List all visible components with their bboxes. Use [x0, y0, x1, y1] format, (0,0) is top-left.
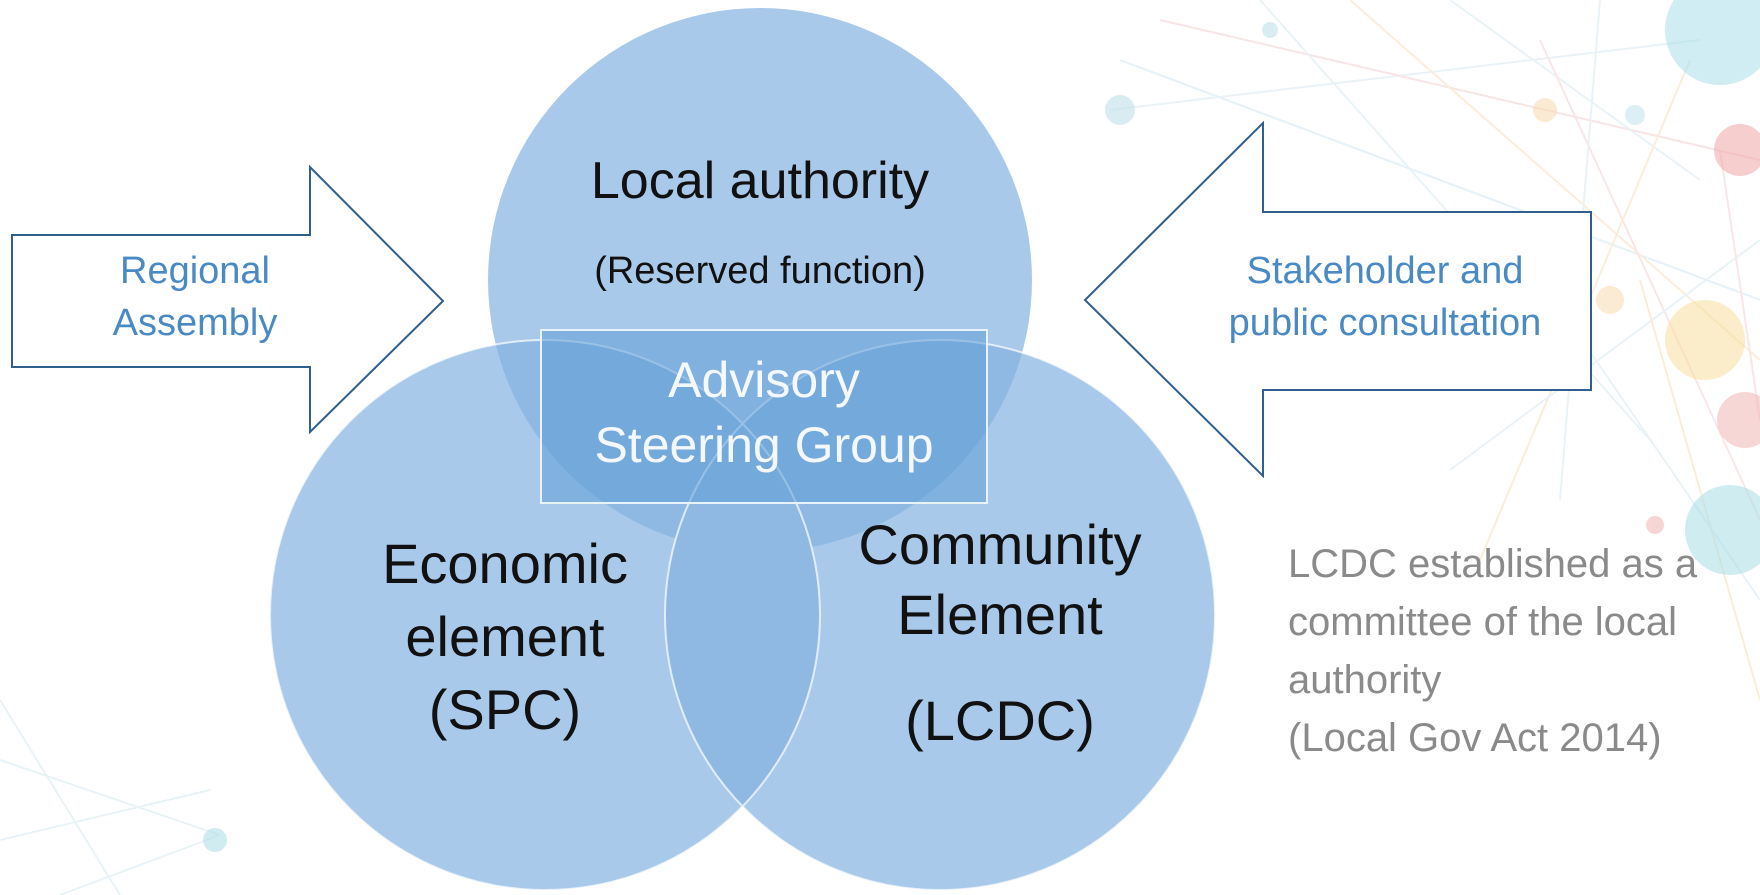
- local-authority-subtitle: (Reserved function): [594, 250, 926, 292]
- stakeholder-consultation-arrow: [1083, 120, 1592, 479]
- advisory-steering-group-label: Advisory Steering Group: [594, 352, 934, 473]
- regional-assembly-label: Regional Assembly: [112, 250, 278, 345]
- community-element-title: Community Element: [858, 513, 1142, 646]
- economic-element-label: Economic element (SPC): [382, 532, 628, 741]
- local-authority-title: Local authority: [590, 152, 930, 210]
- community-element-subtitle: (LCDC): [905, 689, 1095, 752]
- regional-assembly-arrow: [11, 164, 445, 435]
- stakeholder-consultation-label: Stakeholder and public consultation: [1228, 250, 1542, 345]
- lcdc-note: LCDC established as a committee of the l…: [1288, 542, 1698, 760]
- advisory-steering-group-box: [540, 329, 988, 504]
